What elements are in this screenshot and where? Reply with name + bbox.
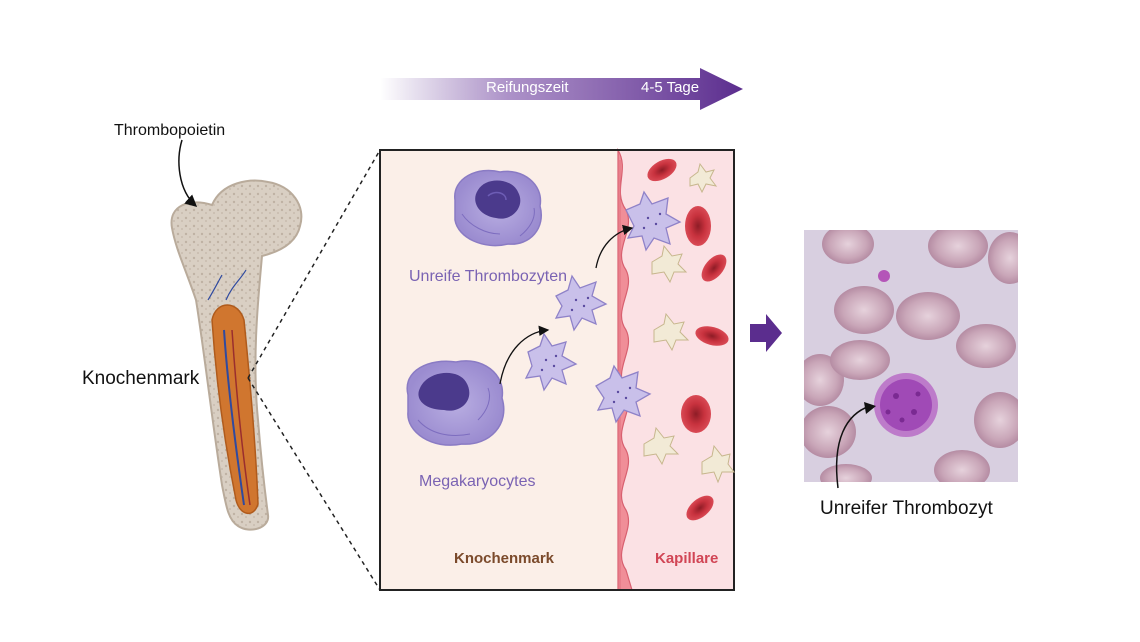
red-blood-cell-icon — [685, 206, 711, 246]
immature-platelet-single-label: Unreifer Thrombozyt — [820, 498, 993, 519]
megakaryocyte-cell-icon — [454, 169, 542, 247]
immature-platelet-icon — [625, 190, 682, 252]
mature-platelet-icon — [653, 312, 690, 352]
mature-platelet-icon — [689, 162, 718, 194]
red-blood-cell-icon — [647, 158, 677, 182]
mature-platelet-icon — [651, 244, 688, 284]
migration-arrow — [595, 224, 634, 269]
red-blood-cell-icon — [695, 326, 729, 346]
panel-capillary-label: Kapillare — [655, 550, 719, 567]
mature-platelet-icon — [643, 426, 680, 466]
thrombopoietin-label: Thrombopoietin — [114, 122, 226, 139]
red-blood-cell-icon — [701, 254, 727, 282]
red-blood-cell-icon — [686, 495, 714, 521]
immature-platelets-label: Unreife Thrombozyten — [409, 268, 567, 285]
immature-platelet-icon — [554, 274, 608, 332]
panel-bone-marrow-label: Knochenmark — [454, 550, 555, 567]
migration-arrow — [499, 325, 550, 385]
zoom-line-bottom — [247, 377, 381, 591]
maturation-time-label: Reifungszeit — [486, 79, 569, 96]
bone-marrow-label: Knochenmark — [82, 368, 200, 389]
megakaryocyte-cell-icon — [406, 360, 505, 446]
result-arrow — [750, 314, 782, 352]
red-blood-cell-icon — [681, 395, 711, 433]
maturation-arrow — [380, 68, 743, 110]
blood-smear-micrograph-icon — [804, 230, 1018, 489]
mature-platelet-icon — [701, 444, 735, 484]
megakaryocytes-label: Megakaryocytes — [419, 473, 536, 490]
femur-bone-icon — [170, 179, 303, 531]
zoom-line-top — [247, 149, 381, 379]
thrombopoietin-pointer — [178, 139, 198, 207]
immature-platelet-icon — [524, 332, 578, 392]
immature-platelet-icon — [595, 364, 652, 424]
maturation-days-label: 4-5 Tage — [641, 79, 700, 96]
